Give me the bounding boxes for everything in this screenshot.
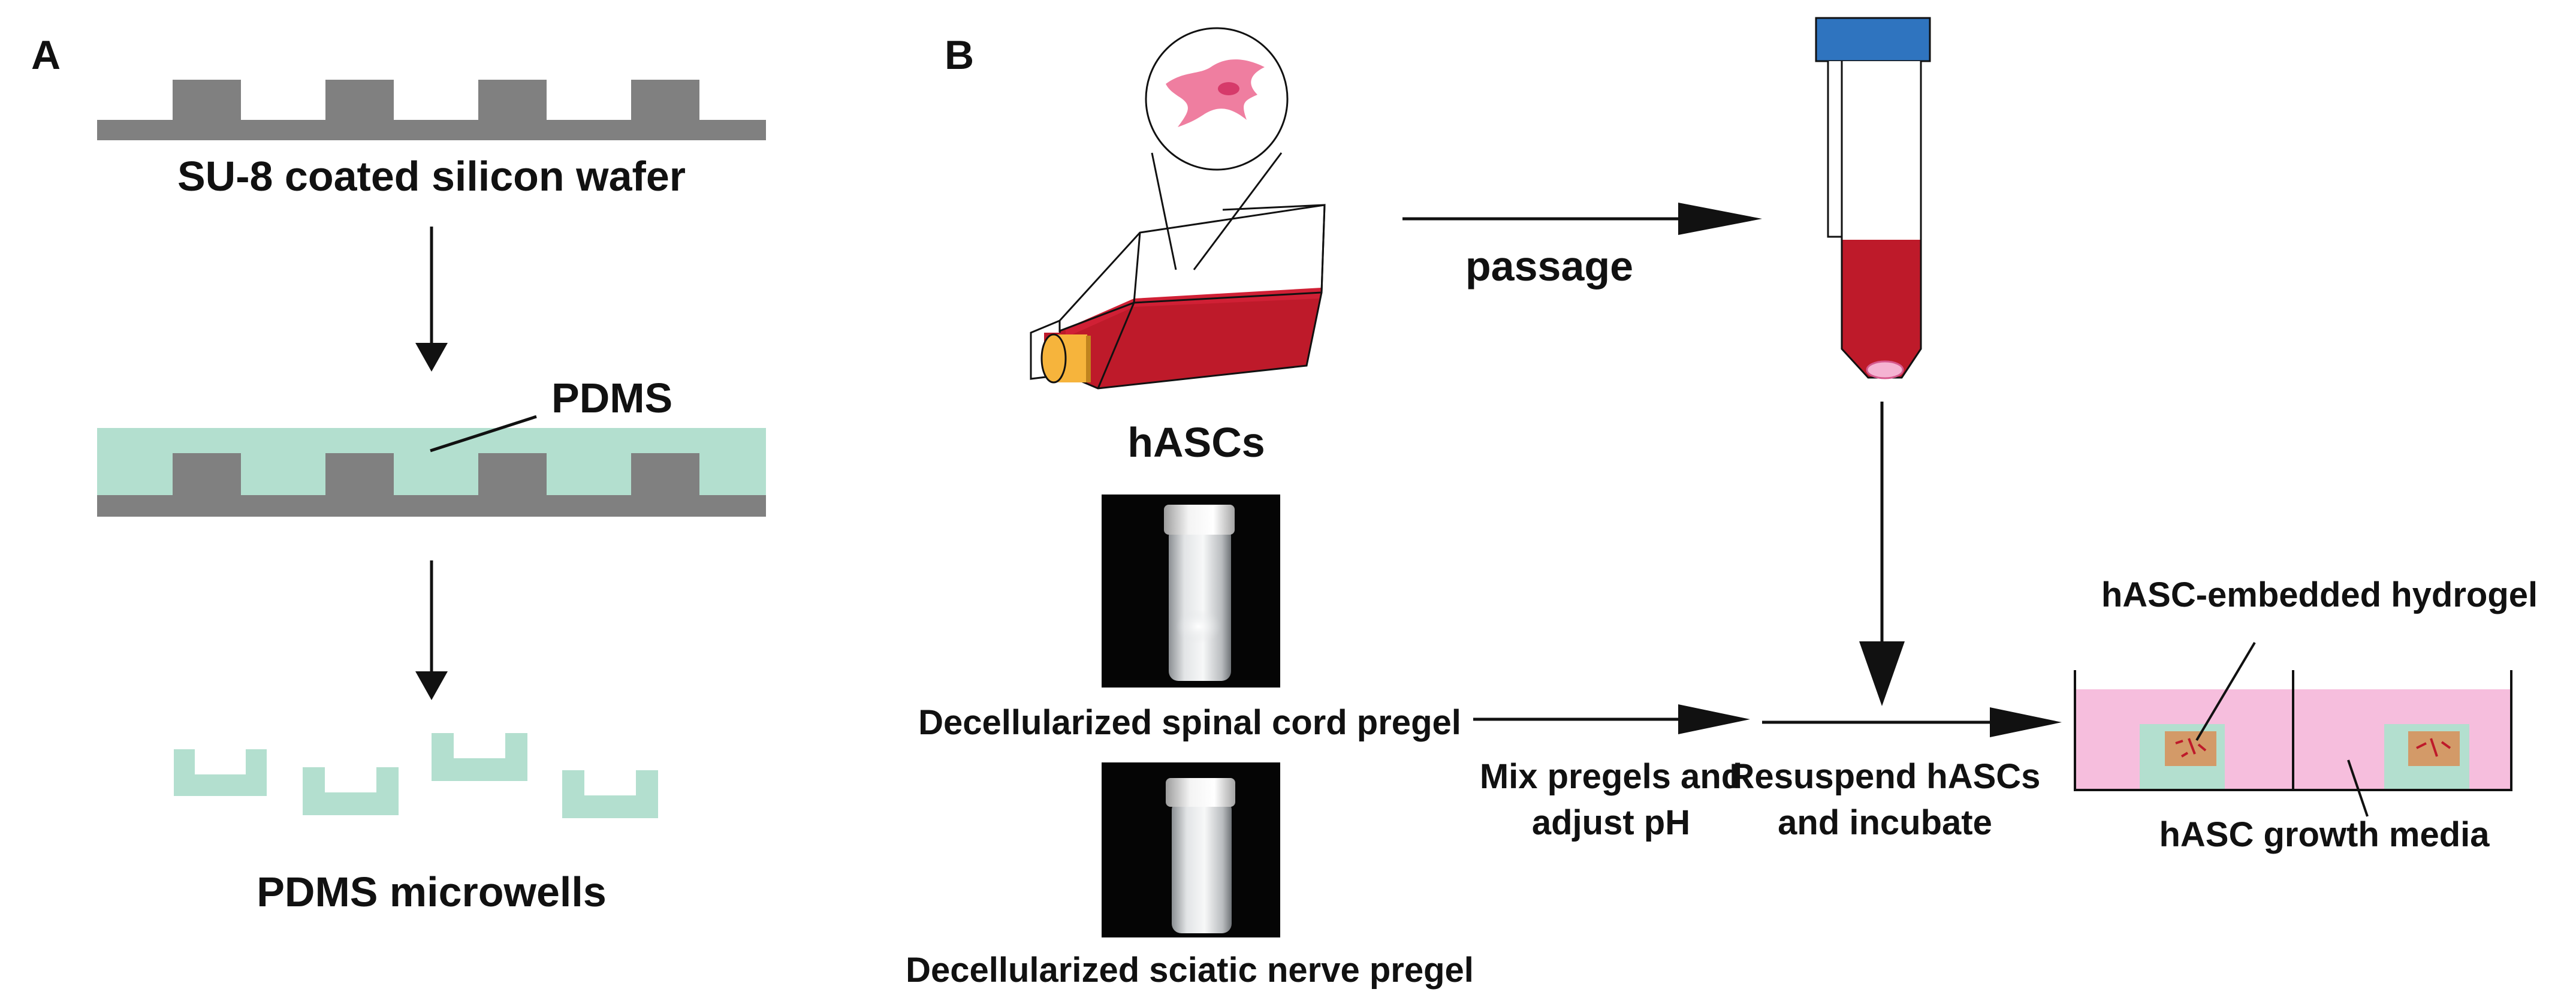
resuspend-label-line2: and incubate xyxy=(1778,803,1992,842)
spinal-cord-label: Decellularized spinal cord pregel xyxy=(918,703,1461,742)
passage-label: passage xyxy=(1465,243,1633,290)
culture-flask-icon xyxy=(1030,204,1326,390)
pdms-label: PDMS xyxy=(551,375,672,421)
pregel-vial-photo xyxy=(1102,762,1280,937)
panel-a-letter: A xyxy=(31,32,61,78)
panel-b: B hASCs xyxy=(906,17,2538,990)
arrow-mix-pregels xyxy=(1473,704,1750,734)
pdms-cast-on-wafer xyxy=(97,415,766,517)
panel-a: A SU-8 coated silicon wafer PDMS xyxy=(31,32,766,915)
su8-wafer xyxy=(97,80,766,140)
wafer-label: SU-8 coated silicon wafer xyxy=(177,153,686,200)
microwell xyxy=(562,770,658,818)
hascs-label: hASCs xyxy=(1127,419,1265,466)
hydrogel-label: hASC-embedded hydrogel xyxy=(2101,575,2538,614)
microwell xyxy=(303,767,399,815)
arrow-resuspend xyxy=(1762,707,2062,737)
resuspend-label-line1: Resuspend hASCs xyxy=(1730,757,2041,796)
cell-pellet xyxy=(1866,360,1904,379)
arrow-tube-down xyxy=(1859,402,1905,706)
stem-cell-icon xyxy=(1166,59,1265,127)
hydrogel-well-right xyxy=(2384,724,2469,790)
microwell xyxy=(174,749,267,796)
panel-b-letter: B xyxy=(945,32,974,78)
mix-label-line2: adjust pH xyxy=(1532,803,1690,842)
arrow-passage xyxy=(1402,203,1762,235)
cell-magnifier xyxy=(1145,27,1289,270)
sciatic-nerve-label: Decellularized sciatic nerve pregel xyxy=(906,951,1474,990)
microwells-label: PDMS microwells xyxy=(257,869,607,915)
pregel-vial-photo xyxy=(1102,495,1280,688)
arrow-pdms-to-microwells xyxy=(415,560,448,700)
microwell xyxy=(432,733,527,781)
well-plate xyxy=(2074,641,2512,817)
arrow-wafer-to-pdms xyxy=(415,227,448,372)
hydrogel-well-left xyxy=(2140,724,2225,790)
growth-media-label: hASC growth media xyxy=(2159,815,2490,854)
pdms-microwells xyxy=(174,733,658,818)
centrifuge-tube-icon xyxy=(1815,17,1931,379)
mix-label-line1: Mix pregels and xyxy=(1480,757,1742,796)
